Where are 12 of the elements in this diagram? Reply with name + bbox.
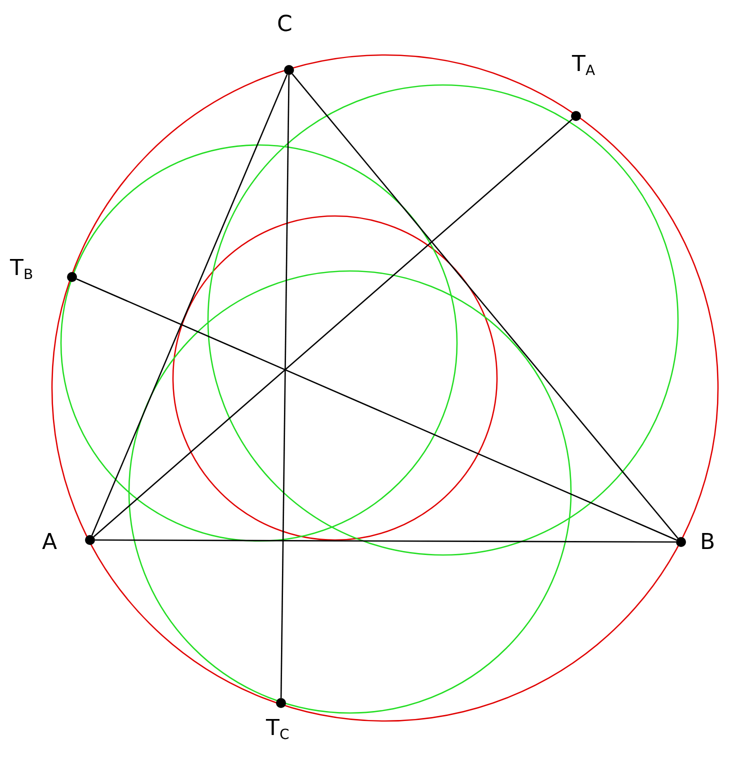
point-label: T$_{C}$ — [266, 716, 290, 745]
line-segment — [93, 118, 573, 538]
line-segment — [91, 74, 288, 536]
point-label: A — [42, 530, 58, 556]
point-label: C — [277, 12, 292, 38]
line-segment — [292, 73, 678, 539]
line-segment — [76, 278, 677, 541]
line-segment — [95, 539, 676, 543]
line-segment — [280, 75, 290, 698]
point-label: T$_{A}$ — [572, 52, 596, 81]
point-label: T$_{B}$ — [10, 256, 34, 285]
point-label: B — [700, 530, 716, 556]
